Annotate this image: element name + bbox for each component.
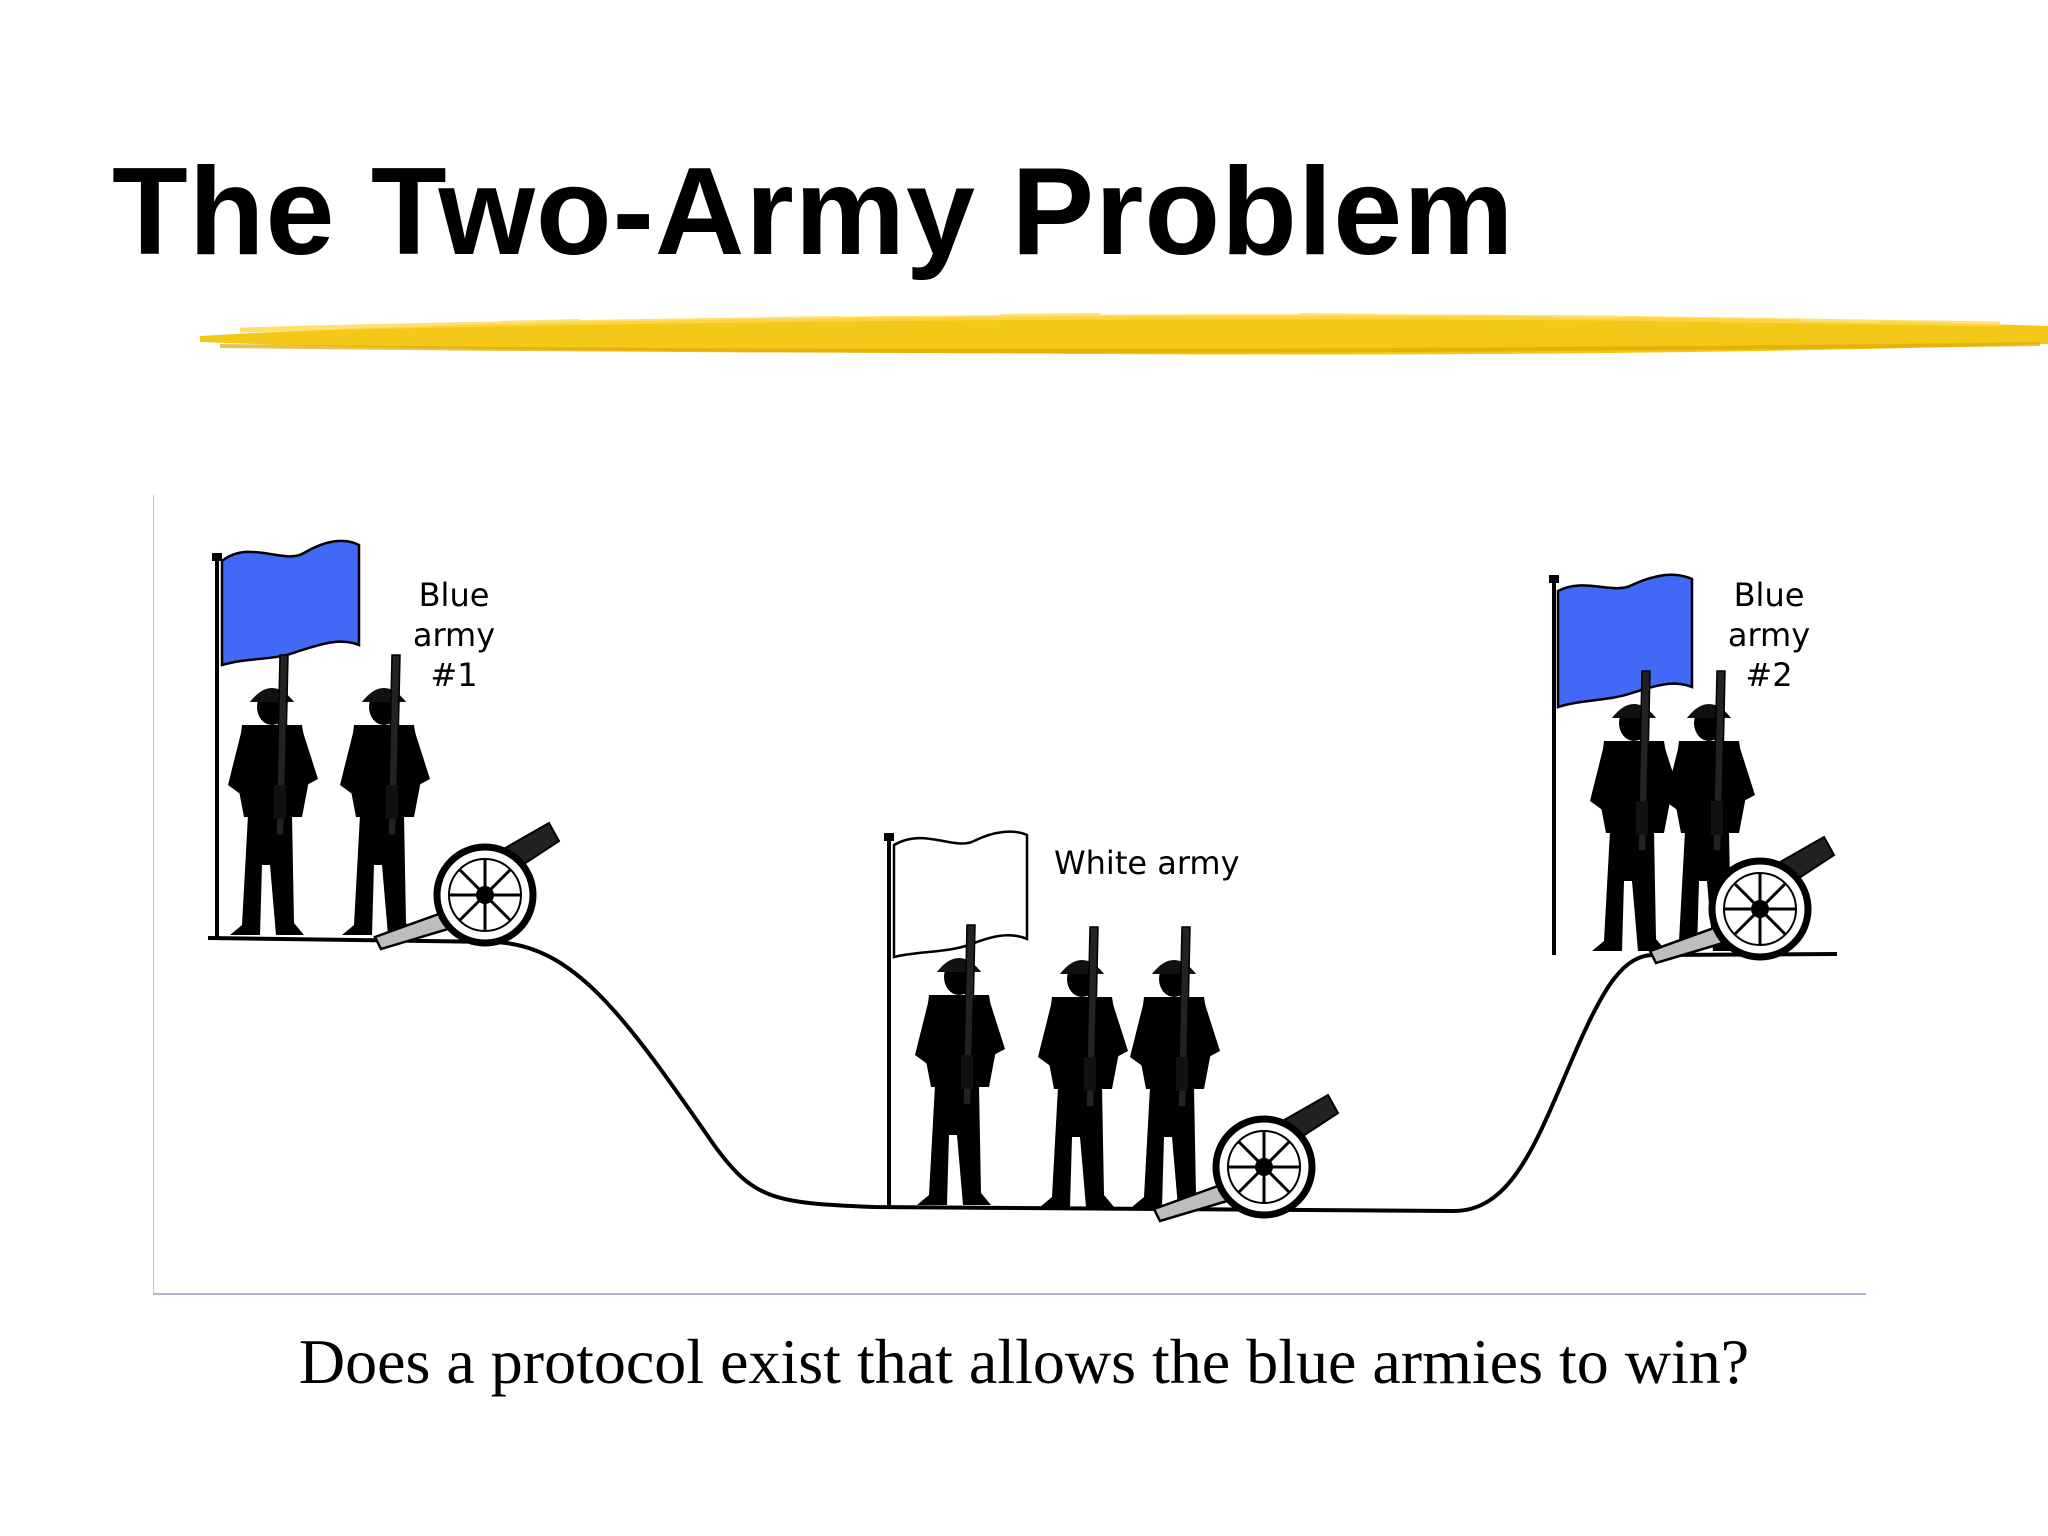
soldier-icon — [1129, 926, 1221, 1208]
label-blue-army-1: Blue army #1 — [412, 576, 496, 694]
soldier-icon — [227, 654, 319, 936]
soldier-icon — [914, 924, 1006, 1206]
flag-white-icon — [892, 830, 1029, 959]
title-underline — [200, 313, 2048, 355]
soldier-icon — [1589, 670, 1681, 952]
slide-title: The Two-Army Problem — [112, 143, 1515, 281]
soldier-icon — [1037, 926, 1129, 1208]
figure-frame: .blue .body { fill: #9a9a9a; stroke: #00… — [153, 495, 1866, 1295]
soldier-icon — [339, 654, 431, 936]
terrain-line — [207, 936, 1838, 1214]
label-blue-army-2: Blue army #2 — [1727, 576, 1811, 694]
army-blue-1 — [212, 539, 559, 949]
slide-caption: Does a protocol exist that allows the bl… — [298, 1326, 1750, 1397]
cannon-icon — [1650, 837, 1834, 963]
army-blue-2 — [1549, 573, 1834, 963]
flag-blue-icon — [1556, 573, 1694, 709]
label-white-army: White army — [1054, 844, 1240, 882]
battlefield-diagram: .blue .body { fill: #9a9a9a; stroke: #00… — [207, 539, 1867, 1295]
army-white — [884, 830, 1338, 1221]
flag-blue-icon — [220, 539, 361, 667]
